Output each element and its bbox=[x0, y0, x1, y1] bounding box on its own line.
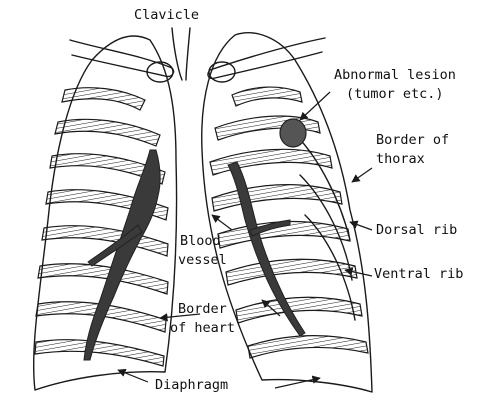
label-ventral-rib: Ventral rib bbox=[374, 266, 463, 282]
label-thorax-line1: Border of bbox=[376, 132, 449, 148]
arrow-blood-vessel-left bbox=[212, 215, 232, 230]
clavicle-head-left bbox=[209, 62, 235, 82]
label-blood-line2: vessel bbox=[178, 252, 227, 268]
label-blood-line1: Blood bbox=[180, 233, 221, 249]
abnormal-lesion bbox=[280, 119, 306, 147]
label-diaphragm: Diaphragm bbox=[155, 377, 228, 393]
label-clavicle: Clavicle bbox=[134, 7, 199, 23]
label-heart-line1: Border bbox=[178, 301, 227, 317]
label-lesion-line2: (tumor etc.) bbox=[346, 86, 444, 102]
blood-vessel-right bbox=[84, 150, 160, 360]
label-dorsal-rib: Dorsal rib bbox=[376, 222, 457, 238]
trachea-line bbox=[172, 28, 190, 80]
arrow-border-thorax bbox=[352, 168, 372, 182]
label-heart-line2: of heart bbox=[170, 320, 235, 336]
clavicle-head-right bbox=[147, 62, 173, 82]
label-lesion-line1: Abnormal lesion bbox=[334, 67, 456, 83]
label-thorax-line2: thorax bbox=[376, 151, 425, 167]
